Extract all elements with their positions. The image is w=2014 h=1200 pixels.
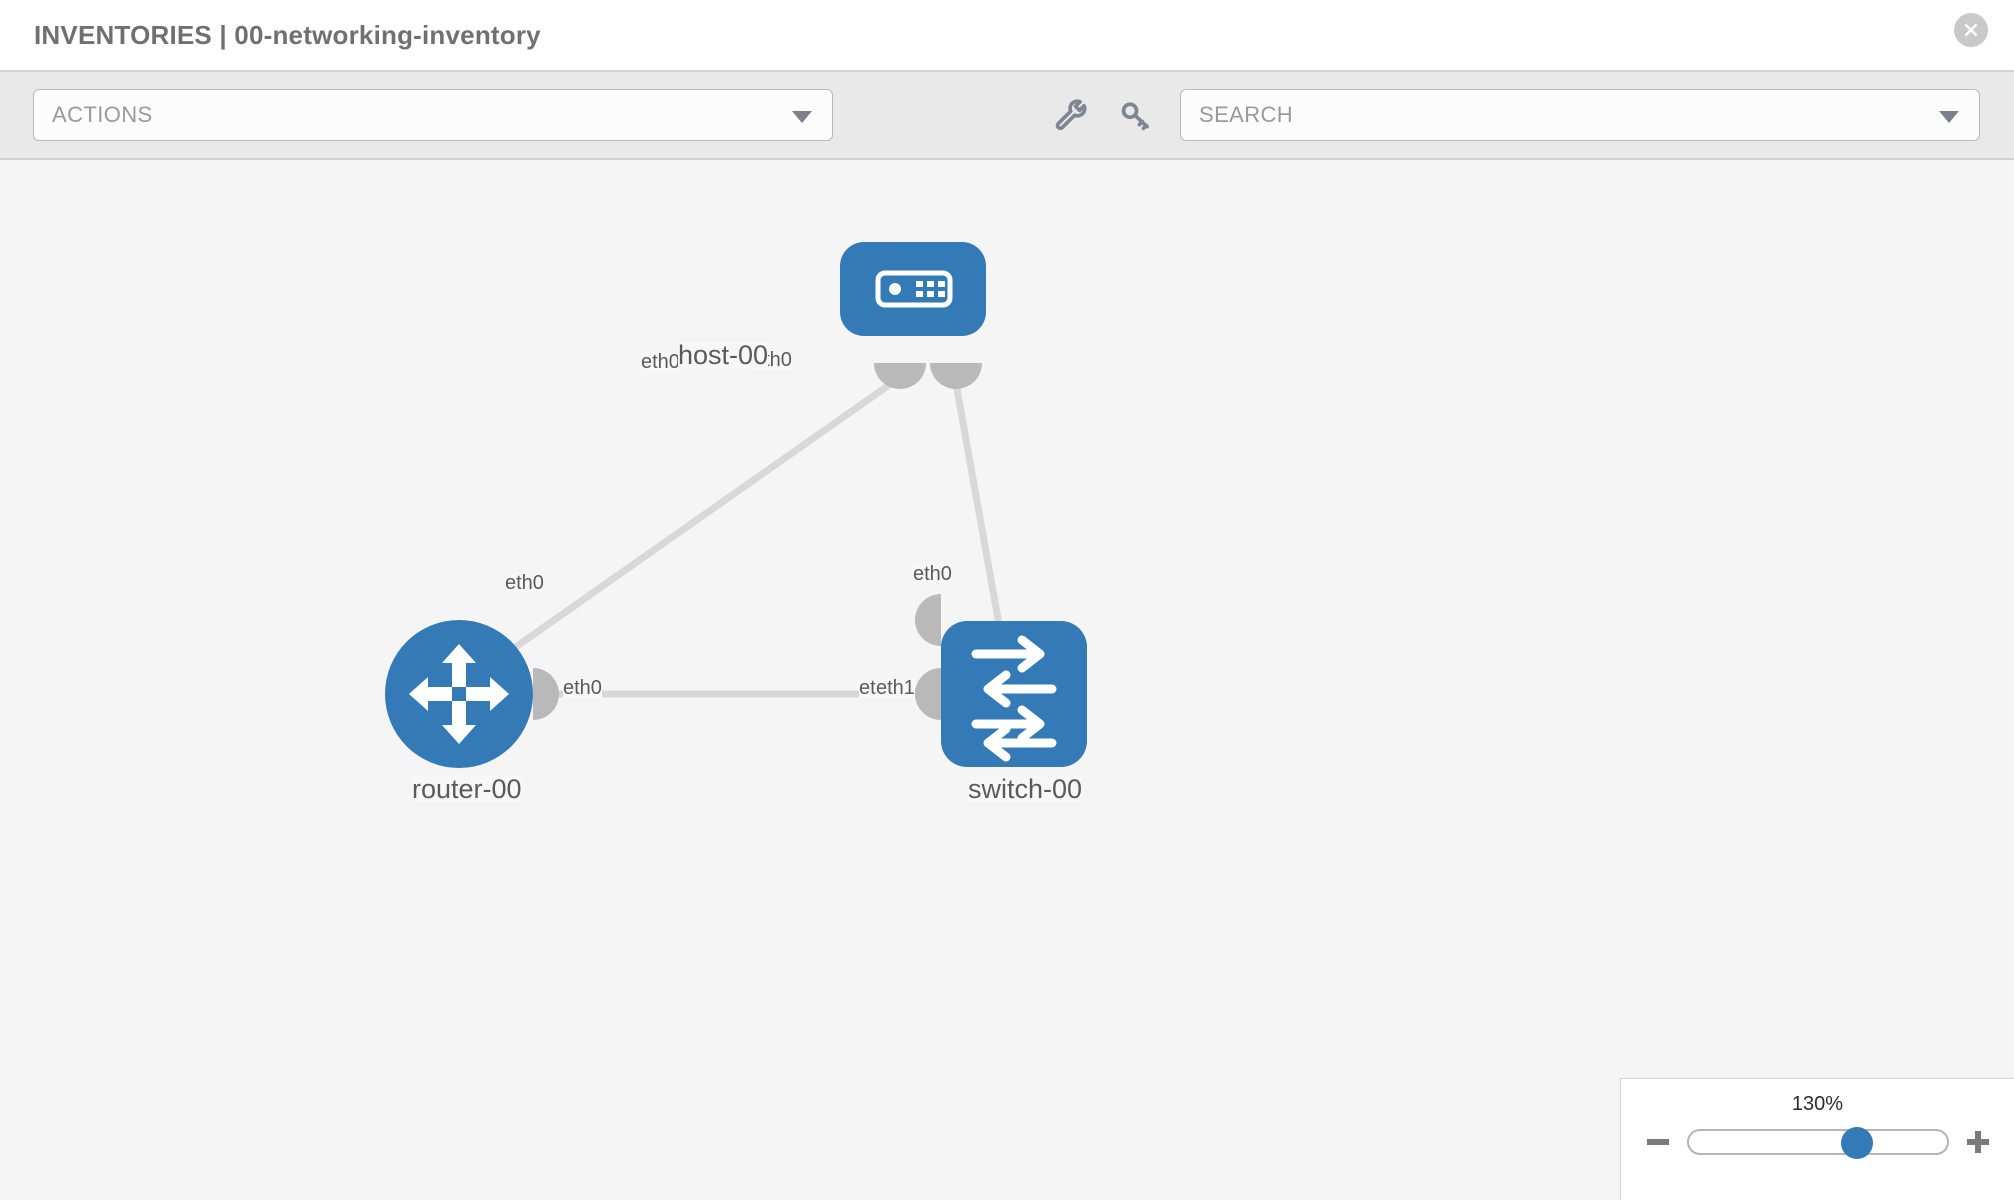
zoom-control-panel: 130% — [1620, 1078, 2014, 1200]
topology-graph — [385, 242, 1087, 768]
chevron-down-icon — [792, 111, 812, 123]
topology-links — [496, 374, 1004, 698]
zoom-out-button[interactable] — [1643, 1127, 1673, 1157]
connector-host-right — [930, 363, 982, 389]
plus-icon-vertical — [1974, 1131, 1981, 1153]
connector-host-left — [874, 363, 926, 389]
chevron-down-icon — [1939, 111, 1959, 123]
node-label-switch-00: switch-00 — [968, 774, 1083, 804]
topology-connectors — [533, 363, 982, 720]
router-icon — [409, 644, 509, 744]
toolbar: ACTIONS SEARCH — [0, 70, 2014, 160]
wrench-icon[interactable] — [1055, 98, 1089, 132]
close-icon — [1964, 23, 1978, 37]
node-label-host-00: host-00 — [678, 340, 769, 370]
interface-label: eth0 — [641, 351, 680, 373]
close-button[interactable] — [1954, 13, 1988, 47]
zoom-percent-label: 130% — [1791, 1093, 1844, 1115]
page-title: INVENTORIES | 00-networking-inventory — [34, 19, 541, 50]
interface-label: eth0 — [505, 572, 544, 594]
node-host-00[interactable] — [840, 242, 986, 336]
key-icon[interactable] — [1118, 98, 1152, 132]
page-header: INVENTORIES | 00-networking-inventory — [0, 0, 2014, 70]
link-host-switch[interactable] — [951, 374, 1004, 634]
zoom-slider[interactable] — [1686, 1127, 1949, 1159]
switch-icon — [971, 635, 1057, 762]
node-label-router-00: router-00 — [412, 774, 522, 804]
node-switch-00[interactable] — [941, 621, 1087, 767]
interface-label: etl — [859, 677, 881, 699]
interface-label: eth1 — [876, 677, 915, 699]
connector-switch-topleft — [915, 594, 941, 646]
server-icon — [875, 270, 953, 308]
connector-router-right — [533, 668, 559, 720]
topology-canvas[interactable]: eth0 eth0 eth0 eth0 eth0 etl eth1 host-0… — [0, 160, 2014, 1200]
zoom-in-button[interactable] — [1963, 1127, 1993, 1157]
node-router-00[interactable] — [385, 620, 533, 768]
minus-icon — [1646, 1139, 1669, 1145]
search-input[interactable]: SEARCH — [1180, 89, 1980, 141]
search-placeholder: SEARCH — [1199, 102, 1294, 127]
zoom-slider-thumb[interactable] — [1840, 1127, 1873, 1159]
interface-label: eth0 — [913, 563, 952, 585]
link-host-router[interactable] — [496, 374, 903, 662]
connector-switch-left — [915, 668, 941, 720]
interface-label: eth0 — [563, 677, 602, 699]
actions-dropdown[interactable]: ACTIONS — [33, 89, 833, 141]
actions-dropdown-label: ACTIONS — [52, 102, 153, 127]
